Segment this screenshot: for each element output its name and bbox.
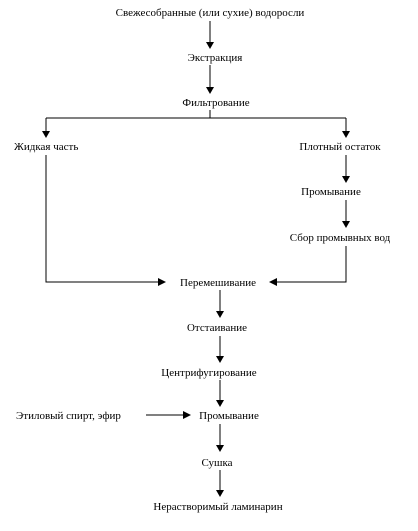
arrow-centrifugation-to-washing bbox=[216, 380, 224, 407]
branch-filtration-split bbox=[46, 110, 346, 119]
node-liquid-part: Жидкая часть bbox=[14, 141, 78, 153]
arrow-mixing-to-settling bbox=[216, 290, 224, 318]
node-drying: Сушка bbox=[201, 457, 232, 469]
node-settling: Отстаивание bbox=[187, 322, 247, 334]
node-washing-1: Промывание bbox=[301, 186, 361, 198]
arrow-drying-to-laminarin bbox=[216, 470, 224, 497]
node-centrifugation: Центрифугирование bbox=[161, 367, 256, 379]
arrow-washing-to-collection bbox=[342, 200, 350, 228]
arrow-fresh-to-extraction bbox=[206, 21, 214, 49]
arrow-liquid-to-mixing bbox=[45, 155, 166, 286]
arrow-to-liquid-part bbox=[42, 118, 50, 138]
arrow-settling-to-centrifugation bbox=[216, 336, 224, 363]
arrow-washing-to-drying bbox=[216, 424, 224, 452]
arrow-solid-to-washing bbox=[342, 155, 350, 183]
node-mixing: Перемешивание bbox=[180, 277, 256, 289]
arrow-collection-to-mixing bbox=[269, 246, 347, 286]
node-filtration: Фильтрование bbox=[182, 97, 249, 109]
node-insoluble-laminarin: Нерастворимый ламинарин bbox=[153, 501, 282, 513]
arrow-ethanol-to-washing bbox=[146, 411, 191, 419]
node-ethanol-ether: Этиловый спирт, эфир bbox=[16, 410, 121, 422]
node-fresh-algae: Свежесобранные (или сухие) водоросли bbox=[116, 7, 305, 19]
node-extraction: Экстракция bbox=[188, 52, 243, 64]
arrow-extraction-to-filtration bbox=[206, 65, 214, 94]
node-wash-water-collection: Сбор промывных вод bbox=[290, 232, 391, 244]
node-solid-residue: Плотный остаток bbox=[299, 141, 381, 153]
arrow-to-solid-residue bbox=[342, 118, 350, 138]
node-washing-2: Промывание bbox=[199, 410, 259, 422]
